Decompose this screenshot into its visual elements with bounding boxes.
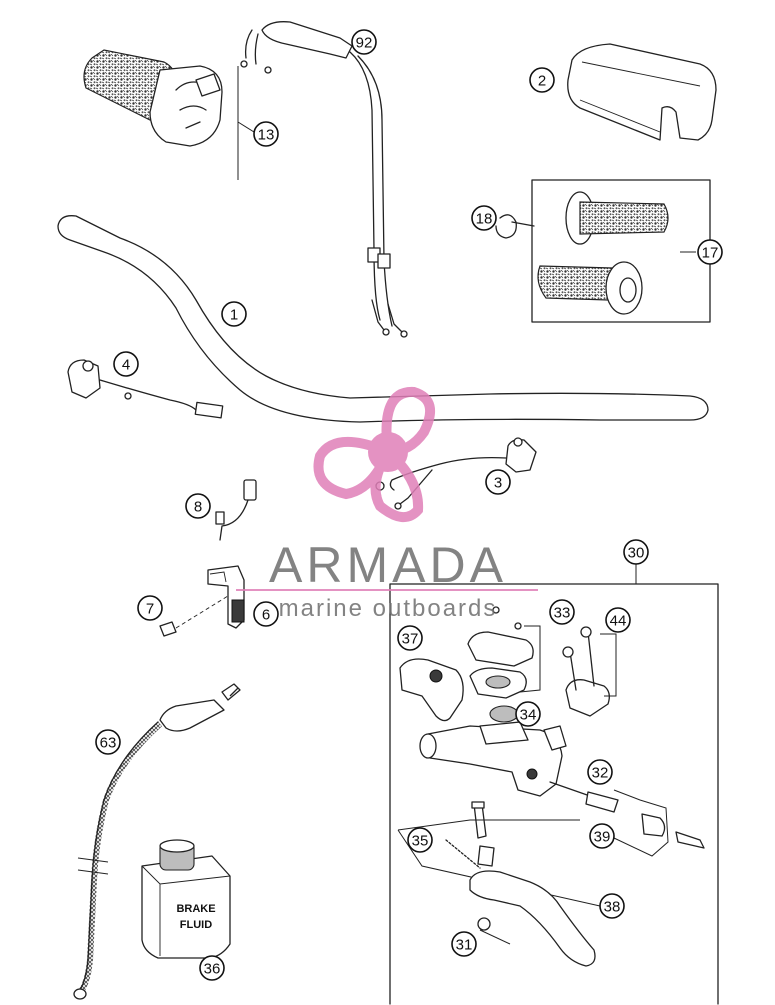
- svg-text:2: 2: [538, 73, 546, 90]
- svg-text:4: 4: [122, 357, 130, 374]
- callout-4: 4: [113, 351, 139, 377]
- brake-fluid-bottle: BRAKE FLUID: [141, 839, 231, 959]
- svg-text:36: 36: [204, 961, 221, 978]
- callout-32: 32: [587, 759, 613, 785]
- callout-7: 7: [137, 595, 163, 621]
- callout-35: 35: [407, 827, 433, 853]
- callout-38: 38: [599, 893, 625, 919]
- svg-text:34: 34: [520, 707, 537, 724]
- callout-17: 17: [697, 239, 723, 265]
- handlebar-pad: [567, 43, 717, 141]
- callout-30: 30: [623, 539, 649, 565]
- svg-text:35: 35: [412, 833, 429, 850]
- hot-start-cable: [73, 683, 241, 1000]
- svg-text:8: 8: [194, 499, 202, 516]
- svg-text:39: 39: [594, 829, 611, 846]
- callout-2: 2: [529, 67, 555, 93]
- callout-36: 36: [199, 955, 225, 981]
- svg-text:31: 31: [456, 937, 473, 954]
- callout-8: 8: [185, 493, 211, 519]
- throttle-grip-assembly: [83, 49, 255, 180]
- callout-13: 13: [253, 121, 279, 147]
- svg-text:6: 6: [262, 607, 270, 624]
- svg-text:7: 7: [146, 601, 154, 618]
- watermark-logo: ARMADA marine outboards: [236, 386, 538, 622]
- callout-34: 34: [515, 701, 541, 727]
- propeller-icon: [313, 386, 436, 522]
- svg-text:44: 44: [610, 613, 627, 630]
- switch-left: [67, 359, 224, 419]
- switch-right: [375, 437, 537, 510]
- callout-44: 44: [605, 607, 631, 633]
- clutch-switch: [159, 479, 257, 637]
- callout-18: 18: [471, 205, 497, 231]
- svg-text:13: 13: [258, 127, 275, 144]
- svg-text:17: 17: [702, 245, 719, 262]
- svg-text:33: 33: [554, 605, 571, 622]
- callout-37: 37: [397, 625, 423, 651]
- svg-text:63: 63: [100, 735, 117, 752]
- svg-text:1: 1: [230, 307, 238, 324]
- throttle-cables: [240, 21, 408, 338]
- callout-6: 6: [253, 601, 279, 627]
- callout-63: 63: [95, 729, 121, 755]
- callout-3: 3: [485, 469, 511, 495]
- svg-text:92: 92: [356, 35, 373, 52]
- svg-text:38: 38: [604, 899, 621, 916]
- grips-set: [531, 179, 711, 323]
- callout-31: 31: [451, 931, 477, 957]
- handlebar: [57, 215, 709, 423]
- bottle-label-line1: BRAKE: [176, 903, 215, 915]
- bottle-label-line2: FLUID: [180, 919, 212, 931]
- master-cylinder-assembly: [389, 564, 719, 1005]
- cable-tie: [495, 214, 535, 239]
- watermark-tagline: marine outboards: [279, 595, 498, 622]
- callout-92: 92: [351, 29, 377, 55]
- callout-39: 39: [589, 823, 615, 849]
- svg-text:18: 18: [476, 211, 493, 228]
- callout-1: 1: [221, 301, 247, 327]
- svg-text:3: 3: [494, 475, 502, 492]
- callout-33: 33: [549, 599, 575, 625]
- svg-text:37: 37: [402, 631, 419, 648]
- svg-text:32: 32: [592, 765, 609, 782]
- svg-text:30: 30: [628, 545, 645, 562]
- watermark-brand: ARMADA: [269, 537, 507, 593]
